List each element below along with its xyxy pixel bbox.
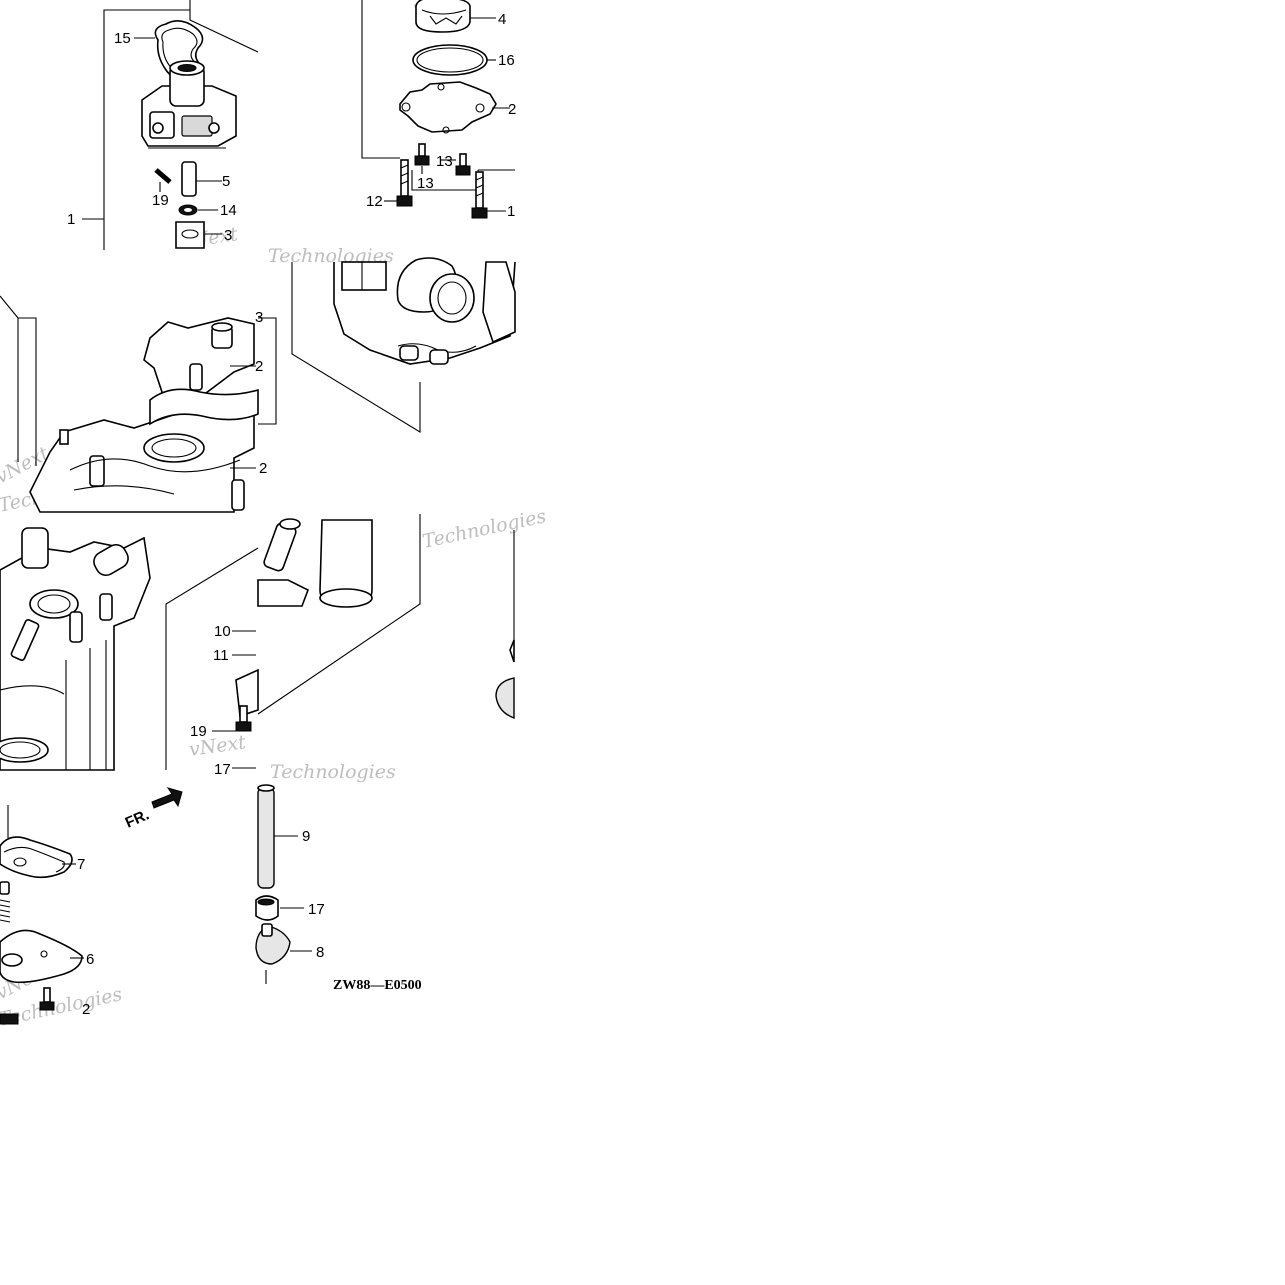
tile-water-pump [82, 0, 259, 250]
tile-crankcase-lower [0, 527, 151, 771]
callout-1: 1 [507, 203, 515, 220]
tile-oil-strainer [255, 784, 312, 984]
callout-3: 3 [224, 227, 232, 244]
callout-10: 10 [214, 623, 231, 640]
tile-oil-pump-cover [0, 805, 84, 1025]
callout-3: 3 [255, 309, 263, 326]
callout-7: 7 [77, 856, 85, 873]
front-direction-indicator: FR. [123, 787, 183, 832]
callout-19: 19 [190, 723, 207, 740]
callout-labels: 15 5 19 14 1 3 4 16 2 13 13 12 1 3 2 2 1… [67, 11, 516, 1018]
watermark-text: Technologies [270, 761, 396, 783]
callout-8: 8 [316, 944, 324, 961]
callout-2: 2 [255, 358, 263, 375]
callout-6: 6 [86, 951, 94, 968]
front-label: FR. [123, 806, 152, 831]
callout-14: 14 [220, 202, 237, 219]
callout-11: 11 [213, 647, 229, 664]
callout-1: 1 [67, 211, 75, 228]
callout-17: 17 [308, 901, 325, 918]
callout-16: 16 [498, 52, 515, 69]
callout-17: 17 [214, 761, 231, 778]
front-arrow-icon [151, 787, 183, 809]
callout-9: 9 [302, 828, 310, 845]
callout-12: 12 [366, 193, 383, 210]
callout-13: 13 [417, 175, 434, 192]
tile-pump-cover [361, 0, 515, 219]
tile-oil-filter [165, 514, 421, 770]
tile-cylinder-block [0, 295, 277, 513]
callout-2: 2 [259, 460, 267, 477]
callout-13: 13 [436, 153, 453, 170]
callout-15: 15 [114, 30, 131, 47]
callout-5: 5 [222, 173, 230, 190]
callout-4: 4 [498, 11, 506, 28]
diagram-code: ZW88—E0500 [333, 978, 422, 993]
callout-19: 2 [82, 1001, 90, 1018]
callout-18: 19 [152, 192, 169, 209]
watermark-text: Technologies [420, 505, 548, 553]
callout-2: 2 [508, 101, 516, 118]
tile-crankcase [291, 257, 516, 433]
tile-partial-right [495, 530, 515, 720]
